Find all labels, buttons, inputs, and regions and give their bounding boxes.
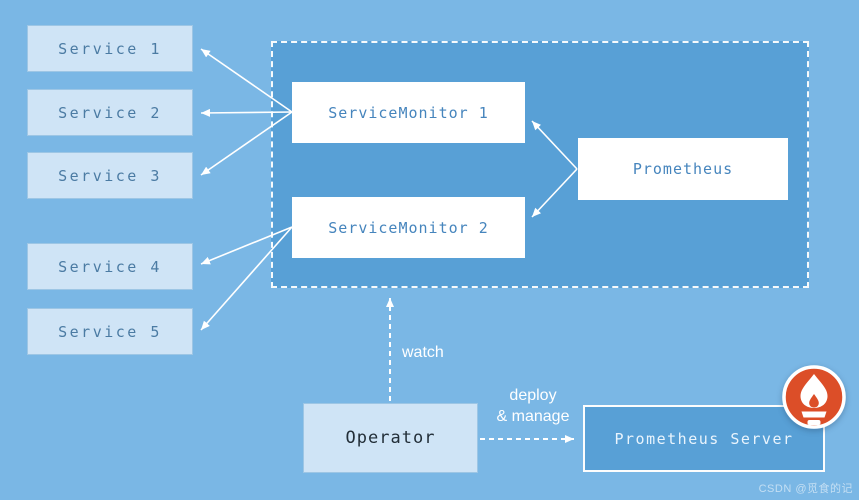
prometheus-node: Prometheus bbox=[578, 138, 788, 200]
servicemonitor-1-node: ServiceMonitor 1 bbox=[292, 82, 525, 143]
operator-node: Operator bbox=[303, 403, 478, 473]
arrow-sm1-to-service3 bbox=[200, 111, 293, 176]
prometheus-flame-svg bbox=[782, 365, 846, 429]
operator-label: Operator bbox=[345, 428, 436, 448]
service-3-label: Service 3 bbox=[58, 166, 162, 185]
prometheus-flame-icon bbox=[782, 365, 846, 429]
watch-edge-label: watch bbox=[402, 344, 444, 361]
deploy-label-line1: deploy bbox=[509, 387, 557, 404]
arrow-sm2-to-service4 bbox=[200, 226, 293, 265]
service-2-label: Service 2 bbox=[58, 103, 162, 122]
arrow-sm2-to-service5 bbox=[200, 226, 293, 331]
prometheus-label: Prometheus bbox=[632, 160, 734, 178]
servicemonitor-2-label: ServiceMonitor 2 bbox=[328, 218, 489, 237]
deploy-label-line2: & manage bbox=[496, 408, 570, 425]
arrow-sm1-to-service1 bbox=[200, 48, 293, 113]
service-2-node: Service 2 bbox=[27, 89, 193, 136]
arrow-prometheus-to-sm1 bbox=[531, 120, 578, 170]
service-5-label: Service 5 bbox=[58, 322, 162, 341]
arrow-prometheus-to-sm2 bbox=[531, 168, 578, 218]
arrow-sm1-to-service2 bbox=[200, 108, 293, 117]
deploy-manage-edge-label: deploy & manage bbox=[486, 385, 580, 427]
prometheus-server-node: Prometheus Server bbox=[583, 405, 825, 472]
service-5-node: Service 5 bbox=[27, 308, 193, 355]
prometheus-server-label: Prometheus Server bbox=[614, 429, 794, 448]
csdn-watermark: CSDN @觅食的记 bbox=[758, 483, 853, 495]
servicemonitor-2-node: ServiceMonitor 2 bbox=[292, 197, 525, 258]
service-1-node: Service 1 bbox=[27, 25, 193, 72]
service-4-label: Service 4 bbox=[58, 257, 162, 276]
service-3-node: Service 3 bbox=[27, 152, 193, 199]
service-1-label: Service 1 bbox=[58, 39, 162, 58]
servicemonitor-1-label: ServiceMonitor 1 bbox=[328, 103, 489, 122]
service-4-node: Service 4 bbox=[27, 243, 193, 290]
